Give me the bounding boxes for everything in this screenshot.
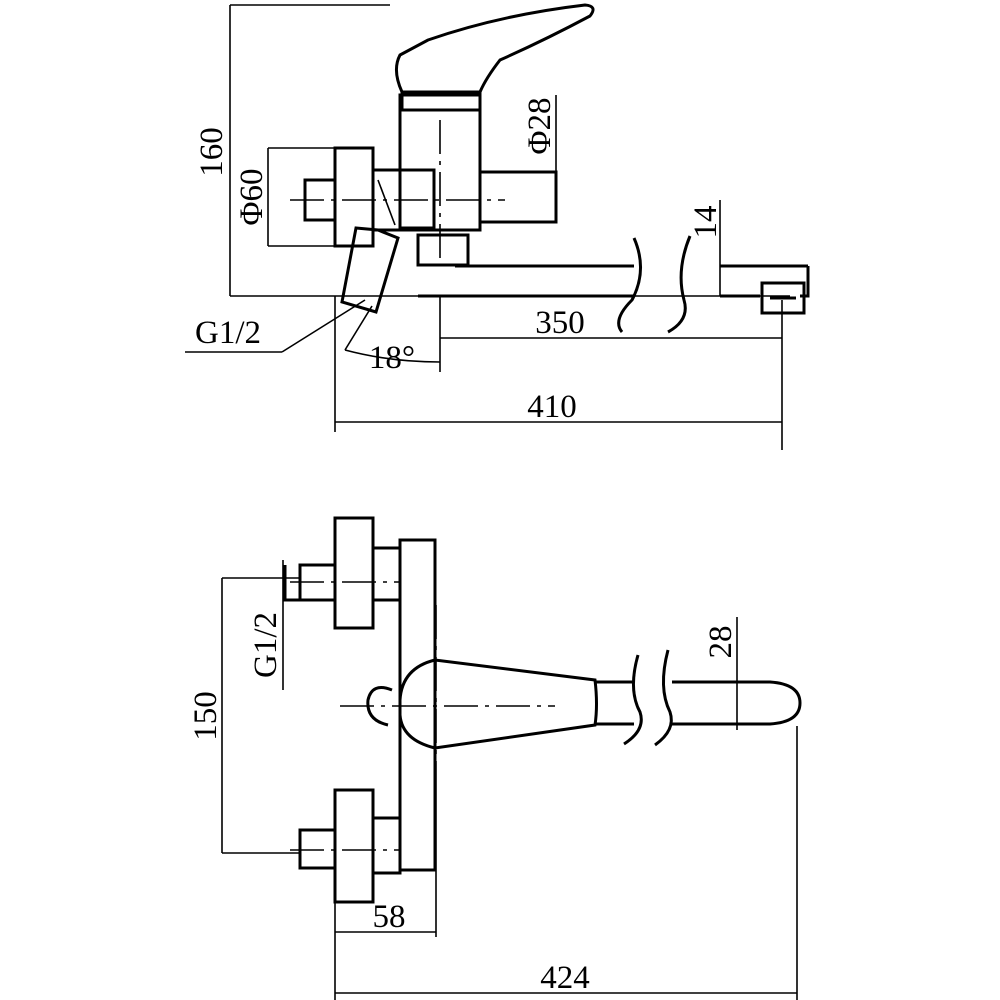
dim-150-label: 150 [188, 691, 224, 741]
handle-lever [395, 3, 595, 94]
mixer-body-top [398, 538, 437, 872]
body-ring [478, 170, 558, 224]
dim-28-label: 28 [703, 626, 739, 659]
dim-424-label: 424 [540, 960, 590, 996]
spout-tip-top [672, 680, 802, 726]
lower-stub [298, 828, 337, 870]
dim-phi28-label: Φ28 [522, 97, 558, 154]
dim-410-label: 410 [527, 389, 577, 425]
spout-base [416, 233, 470, 267]
dim-58-label: 58 [373, 899, 406, 935]
g12-leader-angled [281, 299, 366, 353]
angle-leg [344, 305, 373, 351]
angle-label: 18° [369, 340, 415, 376]
eccentric-pipe [340, 226, 400, 314]
upper-stub-edge [283, 565, 300, 602]
dim-14-label: 14 [688, 206, 724, 239]
dim-phi60-label: Φ60 [234, 168, 270, 225]
thread-mark [377, 179, 396, 226]
hex-nut [398, 168, 436, 230]
break-line-3 [623, 654, 643, 746]
aerator [760, 281, 806, 315]
dim-160-label: 160 [194, 127, 230, 177]
side-view: 160 Φ60 Φ28 14 350 410 G1/2 18° [185, 3, 810, 450]
break-line-1 [617, 237, 643, 333]
break-line-2 [667, 235, 692, 334]
lower-nut [371, 816, 402, 875]
g12-label-top: G1/2 [248, 612, 284, 678]
upper-flange [333, 516, 375, 630]
handle-knob [366, 686, 393, 727]
handle-lever-top [398, 658, 598, 750]
break-line-4 [654, 649, 673, 747]
g12-label-side: G1/2 [195, 315, 261, 351]
lower-flange [333, 788, 375, 904]
angle-arc [344, 349, 441, 363]
upper-nut [371, 546, 402, 602]
top-view: 150 G1/2 28 58 424 [188, 516, 802, 1000]
dim-350-label: 350 [535, 305, 585, 341]
